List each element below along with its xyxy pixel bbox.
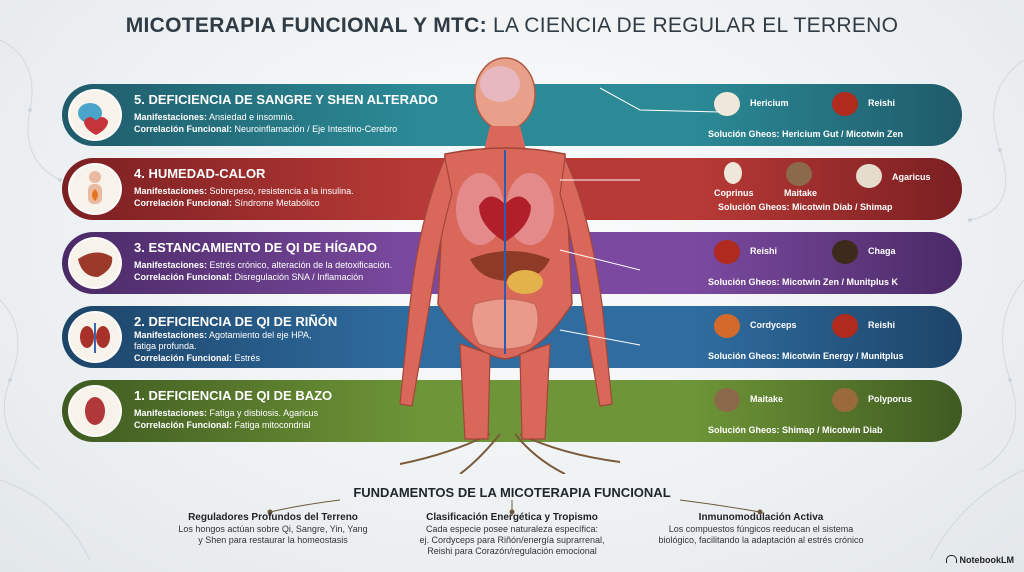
foundation-text: Los compuestos fúngicos reeducan el sist… [668, 524, 854, 534]
band-manifestations: Manifestaciones: Fatiga y disbiosis. Aga… [134, 408, 319, 418]
cordyceps-mushroom-icon [714, 314, 740, 338]
notebooklm-logo-icon [945, 555, 957, 563]
solution-text: Solución Gheos: Micotwin Energy / Munitp… [708, 351, 904, 361]
band-title: 1. DEFICIENCIA DE QI DE BAZO [134, 388, 333, 403]
foundation-text: y Shen para restaurar la homeostasis [198, 535, 348, 545]
band-manifestations: Manifestaciones: Ansiedad e insomnio. [134, 112, 296, 122]
kidney-icon [68, 311, 122, 363]
spleen-icon [68, 385, 122, 437]
band-correlation: Correlación Funcional: Síndrome Metabóli… [134, 198, 320, 208]
band-correlation: Correlación Funcional: Disregulación SNA… [134, 272, 364, 282]
foundation-heading: Clasificación Energética y Tropismo [426, 512, 598, 523]
notebooklm-brand: NotebookLM [945, 555, 1014, 565]
coprinus-mushroom-icon [724, 162, 742, 184]
band-manifestations: Manifestaciones: Estrés crónico, alterac… [134, 260, 393, 270]
chaga-mushroom-icon [832, 240, 858, 264]
anatomical-body-illustration [399, 57, 621, 474]
foundation-heading: Inmunomodulación Activa [698, 512, 824, 523]
foundation-text: Los hongos actúan sobre Qi, Sangre, Yin,… [178, 524, 368, 534]
liver-icon [68, 237, 122, 289]
body-flame-icon [68, 163, 122, 215]
title-bold: MICOTERAPIA FUNCIONAL Y MTC: [125, 14, 487, 37]
foundation-column: Clasificación Energética y Tropismo Cada… [397, 512, 627, 557]
maitake-mushroom-icon [786, 162, 812, 186]
mushroom-name: Reishi [868, 320, 896, 330]
solution-text: Solución Gheos: Micotwin Zen / Munitplus… [708, 277, 898, 287]
mushroom-name: Cordyceps [750, 320, 797, 330]
foundation-text: Reishi para Corazón/regulación emocional [427, 546, 597, 556]
band-manifestations: Manifestaciones: Agotamiento del eje HPA… [134, 330, 312, 340]
foundation-text: Cada especie posee naturaleza específica… [425, 524, 599, 534]
band-manifestations-continued: fatiga profunda. [134, 341, 197, 351]
foundation-text: biológico, facilitando la adaptación al … [658, 535, 864, 545]
foundation-column: Reguladores Profundos del Terreno Los ho… [158, 512, 388, 546]
mushroom-name: Reishi [750, 246, 778, 256]
title-light: LA CIENCIA DE REGULAR EL TERRENO [493, 14, 899, 37]
mushroom-name: Maitake [750, 394, 784, 404]
foundations-title: FUNDAMENTOS DE LA MICOTERAPIA FUNCIONAL [353, 485, 671, 500]
band-correlation: Correlación Funcional: Estrés [134, 353, 261, 363]
stomach [507, 270, 543, 294]
band-title: 4. HUMEDAD-CALOR [134, 166, 266, 181]
reishi-mushroom-icon [832, 92, 858, 116]
solution-text: Solución Gheos: Micotwin Diab / Shimap [718, 202, 893, 212]
mushroom-name: Hericium [750, 98, 789, 108]
mushroom-name: Agaricus [892, 172, 931, 182]
polyporus-mushroom-icon [832, 388, 858, 412]
mushroom-name: Polyporus [868, 394, 913, 404]
reishi-mushroom-icon [714, 240, 740, 264]
foundation-heading: Reguladores Profundos del Terreno [188, 512, 358, 523]
mushroom-name: Coprinus [714, 188, 754, 198]
mushroom-name: Chaga [868, 246, 896, 256]
band-correlation: Correlación Funcional: Fatiga mitocondri… [134, 420, 311, 430]
band-correlation: Correlación Funcional: Neuroinflamación … [134, 124, 398, 134]
band-title: 2. DEFICIENCIA DE QI DE RIÑÓN [134, 314, 338, 329]
mushroom-name: Reishi [868, 98, 896, 108]
page-title: MICOTERAPIA FUNCIONAL Y MTC: LA CIENCIA … [0, 14, 1024, 38]
mushroom-name: Maitake [784, 188, 818, 198]
foundation-column: Inmunomodulación Activa Los compuestos f… [646, 512, 876, 546]
band-title: 3. ESTANCAMIENTO DE QI DE HÍGADO [134, 240, 377, 255]
solution-text: Solución Gheos: Shimap / Micotwin Diab [708, 425, 883, 435]
solution-text: Solución Gheos: Hericium Gut / Micotwin … [708, 129, 904, 139]
reishi-mushroom-icon [832, 314, 858, 338]
agaricus-mushroom-icon [856, 164, 882, 188]
maitake-mushroom-icon [714, 388, 740, 412]
brain-heart-icon [68, 89, 122, 141]
band-manifestations: Manifestaciones: Sobrepeso, resistencia … [134, 186, 354, 196]
foundation-text: ej. Cordyceps para Riñón/energía suprarr… [419, 535, 605, 545]
band-title: 5. DEFICIENCIA DE SANGRE Y SHEN ALTERADO [134, 92, 438, 107]
band-deficiencia-qi-bazo: 1. DEFICIENCIA DE QI DE BAZO Manifestaci… [62, 380, 962, 442]
